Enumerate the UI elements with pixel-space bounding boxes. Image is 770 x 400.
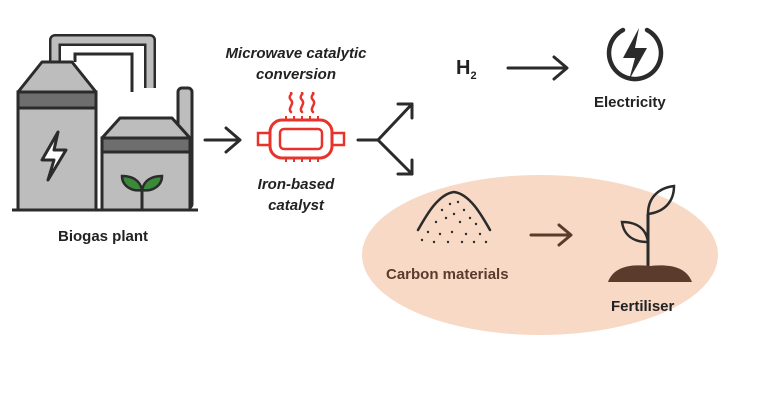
electricity-label: Electricity xyxy=(594,94,666,111)
hydrogen-symbol: H xyxy=(456,57,471,79)
heat-waves-icon xyxy=(288,92,316,114)
lightning-icon xyxy=(40,130,68,182)
catalyst-label: Iron-based catalyst xyxy=(236,174,356,216)
hydrogen-label: H2 xyxy=(456,57,477,82)
biogas-plant-label: Biogas plant xyxy=(58,228,149,245)
fertiliser-label: Fertiliser xyxy=(611,298,675,315)
powder-pile-icon xyxy=(416,190,492,244)
biogas-plant-icon xyxy=(12,34,198,212)
conversion-label: Microwave catalytic conversion xyxy=(212,43,380,85)
electricity-bolt-icon xyxy=(606,27,664,82)
conversion-label-line2: conversion xyxy=(255,66,337,83)
plant-seedling-icon xyxy=(608,184,692,282)
catalytic-converter-icon xyxy=(256,116,346,162)
leaf-sprout-icon xyxy=(120,174,164,210)
catalyst-label-line2: catalyst xyxy=(268,197,324,214)
catalyst-label-line1: Iron-based xyxy=(257,176,335,193)
conversion-label-line1: Microwave catalytic xyxy=(225,45,367,62)
hydrogen-subscript: 2 xyxy=(470,70,477,82)
carbon-materials-label: Carbon materials xyxy=(386,266,509,283)
